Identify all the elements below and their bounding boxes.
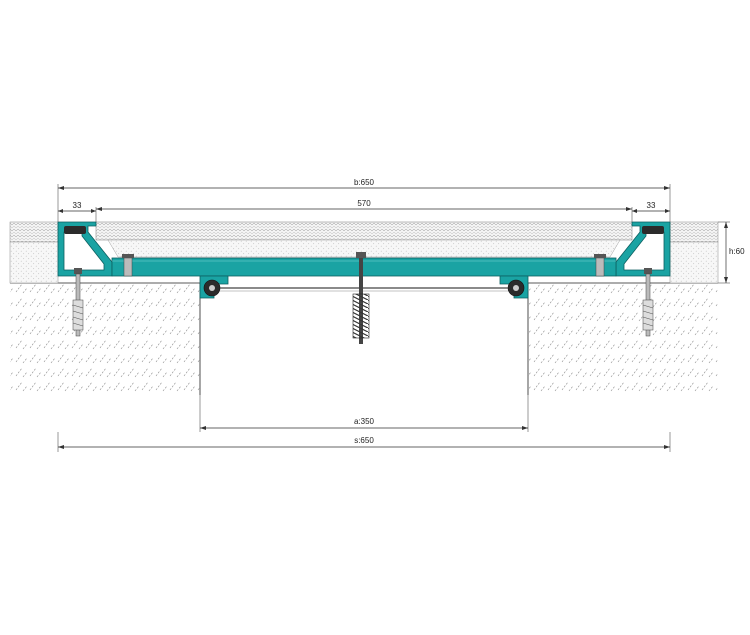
dimension-gap-label: a:350 [354, 417, 375, 426]
anchor-bolt-right-outer [642, 268, 654, 337]
left-rubber-seal [64, 226, 86, 234]
dimension-overall-bottom: s:650 [57, 432, 671, 452]
screed-base-right [669, 241, 719, 284]
right-rubber-seal [642, 226, 664, 234]
concrete-slab-right [528, 283, 718, 395]
dimension-inner-width: 570 [96, 199, 632, 211]
cover-infill-base [107, 239, 621, 258]
dimension-overall-top-label: b:650 [354, 178, 375, 187]
screed-base-left [9, 241, 59, 284]
screed-layer-right [669, 221, 719, 243]
anchor-bolt-right-inner [594, 254, 606, 277]
dimension-inner-width-label: 570 [357, 199, 371, 208]
dimension-overall-bottom-label: s:650 [354, 436, 374, 445]
centre-bolt-head [356, 252, 366, 258]
dimension-right-edge: 33 [631, 201, 670, 222]
dimension-overall-top: b:650 [57, 178, 671, 222]
anchor-bolt-left-inner [122, 254, 134, 277]
centre-spring [352, 293, 370, 339]
dimension-gap: a:350 [199, 395, 529, 432]
screed-layer-left [9, 221, 59, 243]
dimension-left-edge: 33 [58, 201, 97, 222]
right-pivot-core [513, 285, 519, 291]
dimension-right-edge-label: 33 [647, 201, 656, 210]
anchor-bolt-left-outer [72, 268, 84, 337]
left-pivot-core [209, 285, 215, 291]
dimension-height-label: h:60 [729, 247, 745, 256]
concrete-slab-left [10, 283, 200, 395]
dimension-height: h:60 [718, 221, 745, 284]
dimension-left-edge-label: 33 [73, 201, 82, 210]
cover-infill-top [95, 221, 633, 241]
